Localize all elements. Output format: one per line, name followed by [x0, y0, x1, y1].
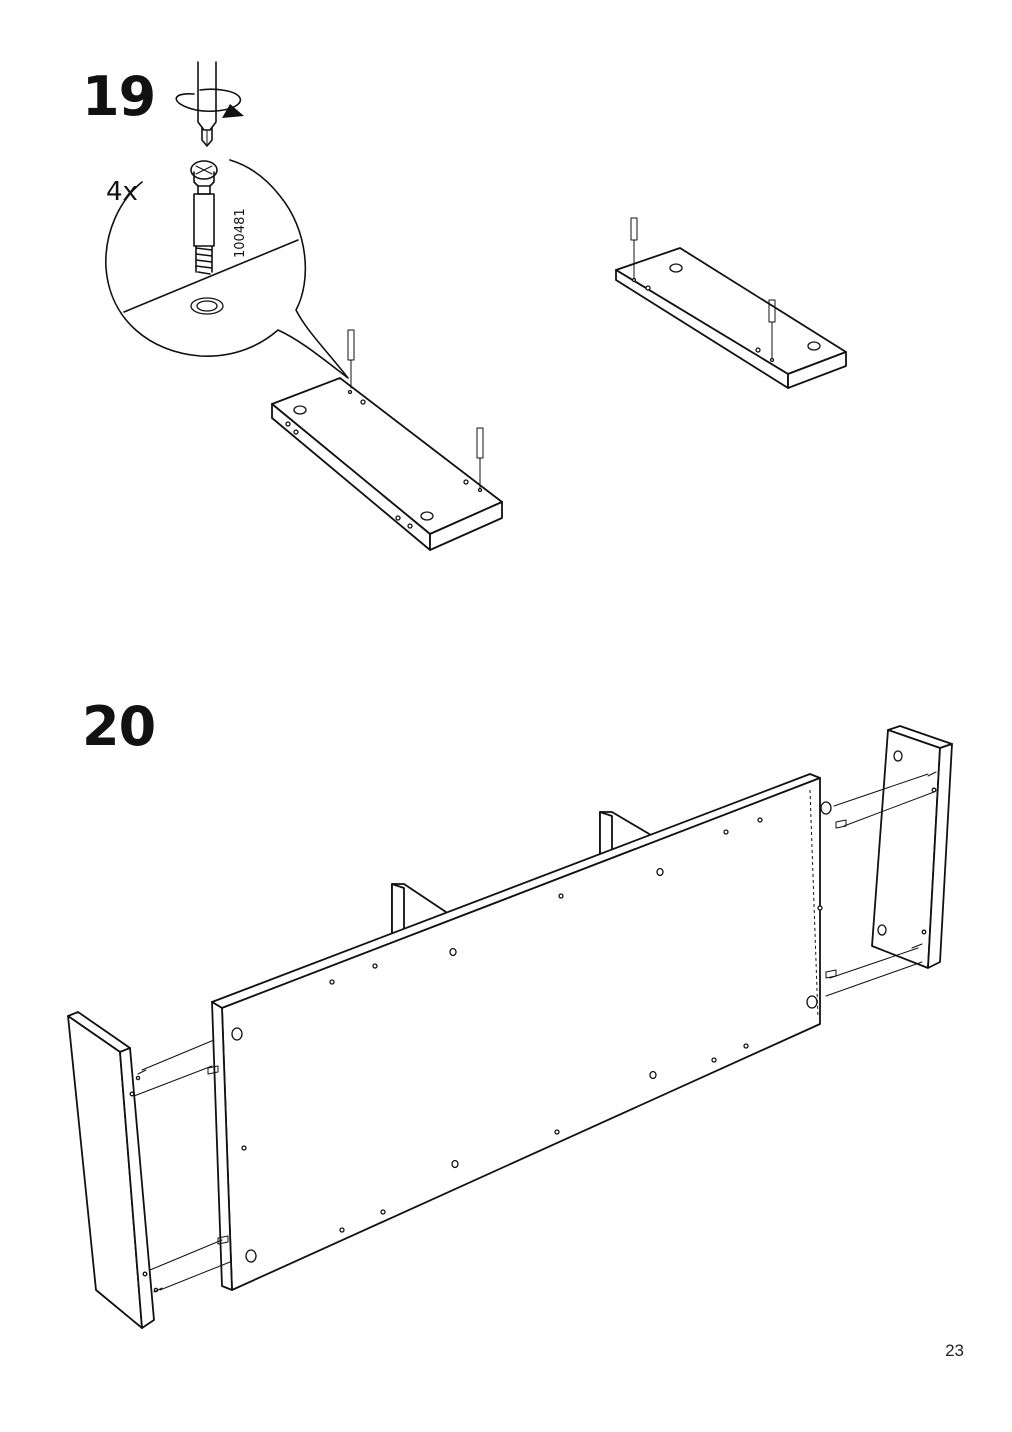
target-hole-icon [190, 297, 224, 315]
cam-dowel-icon [347, 329, 355, 389]
cam-bolt-icon [911, 771, 937, 949]
step-19-illustration: 4x 100481 [105, 61, 847, 551]
cam-dowel-icon [630, 217, 638, 279]
side-panel-left [67, 1011, 159, 1329]
quantity-label: 4x [106, 177, 138, 207]
cam-dowel-icon [768, 299, 776, 359]
step-number-20: 20 [82, 695, 156, 758]
board-left [271, 329, 503, 551]
cam-bolt-icon [137, 1069, 163, 1293]
side-panel-right [871, 725, 953, 969]
back-panel [211, 773, 832, 1291]
detail-callout [105, 159, 349, 379]
step-20-illustration [67, 725, 953, 1329]
cam-dowel-icon [190, 160, 218, 275]
page-number: 23 [945, 1341, 964, 1360]
cam-dowel-icon [476, 427, 484, 489]
rotate-clockwise-icon [175, 88, 244, 118]
board-right [615, 217, 847, 389]
screwdriver-icon [197, 61, 217, 147]
step-number-19: 19 [82, 65, 156, 128]
wood-dowel-icon [825, 819, 847, 979]
part-number-label: 100481 [233, 208, 248, 258]
